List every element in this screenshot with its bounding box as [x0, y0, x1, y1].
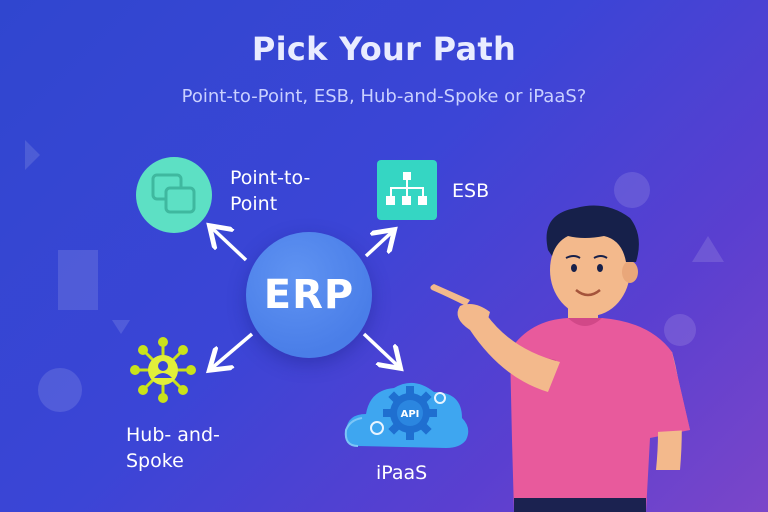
page-title: Pick Your Path — [251, 30, 517, 68]
page-subtitle: Point-to-Point, ESB, Hub-and-Spoke or iP… — [181, 86, 587, 107]
point-to-point-label: Point-to- Point — [230, 165, 310, 217]
ipaas-label: iPaaS — [376, 462, 428, 484]
arrow-to-ipaas — [362, 332, 398, 366]
point-to-point-label-line2: Point — [230, 193, 278, 215]
esb-label: ESB — [452, 180, 490, 202]
point-to-point-label-line1: Point-to- — [230, 167, 311, 189]
hub-and-spoke-label-line1: Hub- and- — [126, 424, 220, 446]
arrow-to-esb — [364, 232, 392, 258]
hub-and-spoke-label-line2: Spoke — [126, 450, 184, 472]
erp-circle: ERP — [246, 232, 372, 358]
hub-and-spoke-label: Hub- and- Spoke — [126, 422, 220, 474]
arrow-to-hub-and-spoke — [212, 332, 254, 368]
arrow-to-point-to-point — [212, 228, 248, 262]
ipaas-api-text: API — [401, 409, 420, 420]
